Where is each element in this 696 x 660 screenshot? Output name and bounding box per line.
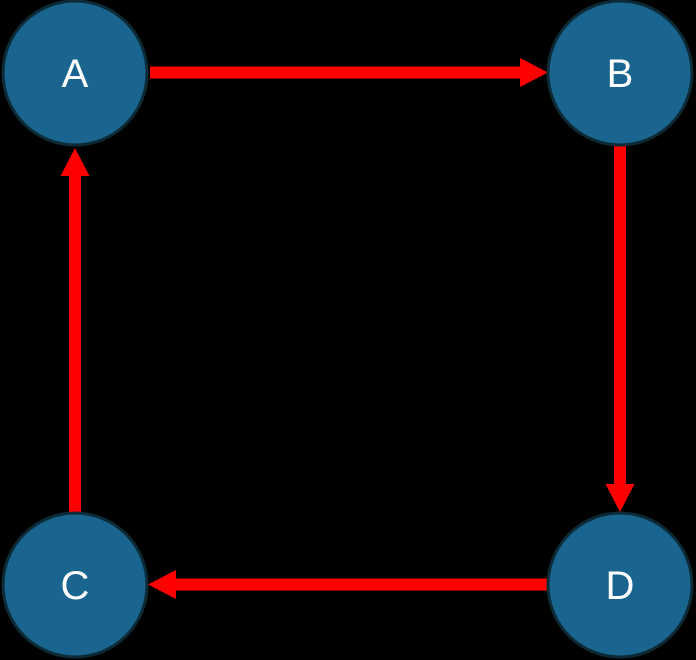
edge-b-to-d[interactable] <box>605 145 635 512</box>
edge-d-to-c-shaft <box>176 578 548 591</box>
node-c-circle <box>1 511 149 659</box>
edge-c-to-a[interactable] <box>60 148 90 513</box>
node-b-circle <box>546 0 694 147</box>
node-a-circle <box>1 0 149 147</box>
node-d[interactable]: D <box>546 511 694 659</box>
edge-b-to-d-shaft <box>614 145 626 486</box>
edge-d-to-c-arrowhead <box>148 570 176 599</box>
edge-a-to-b[interactable] <box>150 58 548 87</box>
node-d-label: D <box>606 564 635 608</box>
edge-c-to-a-arrowhead <box>60 148 90 176</box>
node-a-label: A <box>62 52 89 96</box>
node-b[interactable]: B <box>546 0 694 147</box>
node-b-label: B <box>607 52 634 96</box>
edge-d-to-c[interactable] <box>148 570 548 599</box>
edge-a-to-b-shaft <box>150 66 522 79</box>
node-c-label: C <box>61 564 90 608</box>
edge-b-to-d-arrowhead <box>605 484 635 512</box>
node-c[interactable]: C <box>1 511 149 659</box>
node-a[interactable]: A <box>1 0 149 147</box>
edge-a-to-b-arrowhead <box>520 58 548 87</box>
edge-c-to-a-shaft <box>69 176 81 513</box>
node-d-circle <box>546 511 694 659</box>
